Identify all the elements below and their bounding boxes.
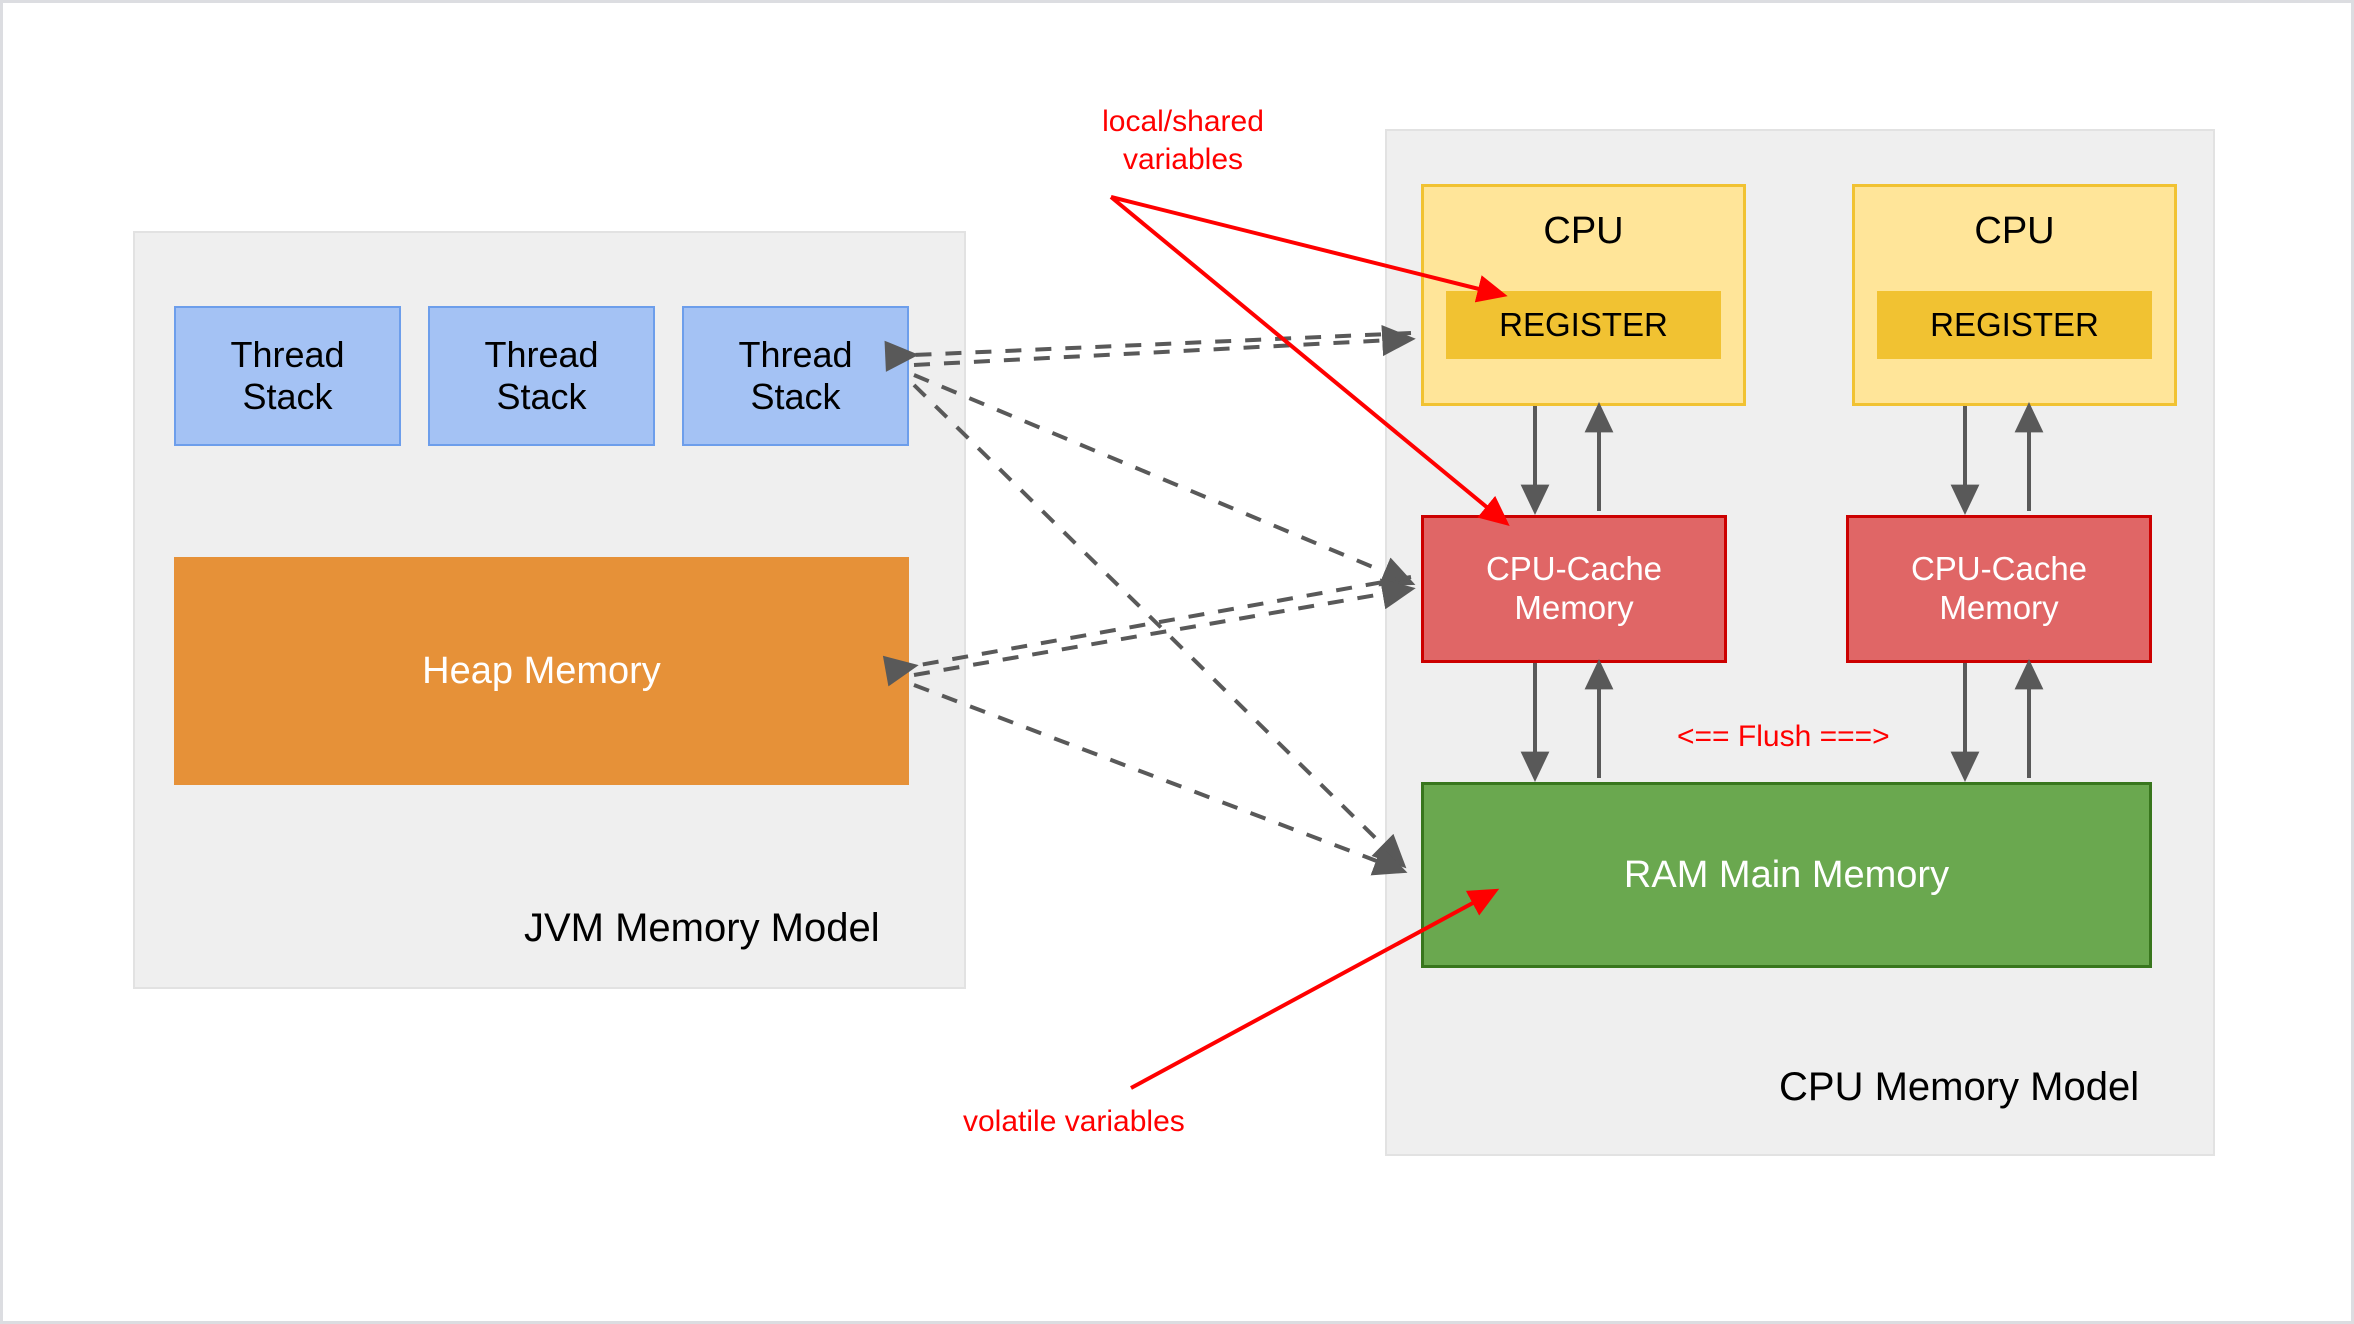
register-box-1: REGISTER — [1446, 291, 1721, 359]
flush-label: <== Flush ===> — [1677, 720, 1890, 753]
thread-stack-box-1: Thread Stack — [174, 306, 401, 446]
cpu-memory-model-label: CPU Memory Model — [1779, 1065, 2140, 1109]
register-box-2: REGISTER — [1877, 291, 2152, 359]
jvm-memory-model-label: JVM Memory Model — [524, 906, 880, 950]
volatile-variables-annotation: volatile variables — [963, 1105, 1185, 1138]
heap-memory-box: Heap Memory — [174, 557, 909, 785]
dashed-connector-group — [882, 324, 1416, 876]
thread-stack-box-2: Thread Stack — [428, 306, 655, 446]
local-shared-variables-annotation: local/shared variables — [1102, 105, 1264, 176]
cpu-cache-box-1: CPU-Cache Memory — [1421, 515, 1727, 663]
thread-stack-box-3: Thread Stack — [682, 306, 909, 446]
cpu-cache-box-2: CPU-Cache Memory — [1846, 515, 2152, 663]
ram-main-memory-box: RAM Main Memory — [1421, 782, 2152, 968]
